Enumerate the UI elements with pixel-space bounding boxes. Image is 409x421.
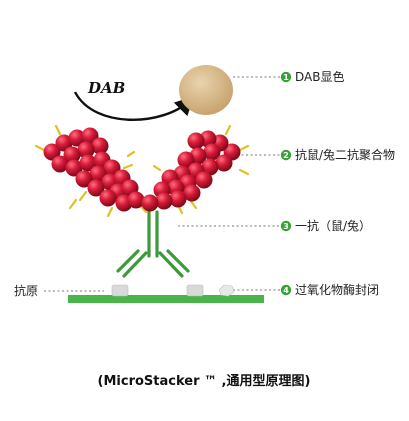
legend-text-2: 抗鼠/兔二抗聚合物: [295, 147, 395, 162]
primary-antibody: [116, 210, 190, 278]
polymer-bead: [91, 137, 109, 155]
polymer-bead: [99, 189, 117, 207]
legend-text-3: 一抗（鼠/兔）: [295, 218, 371, 233]
enzyme-stub: [238, 168, 250, 176]
peroxidase-block-shape: [218, 284, 235, 297]
polymer-bead: [68, 129, 86, 147]
dab-text: DAB: [87, 79, 125, 97]
polymer-bead: [155, 192, 173, 210]
legend-num-2: 2: [283, 151, 289, 160]
legend-item-4: 4 过氧化物酶封闭: [280, 282, 379, 297]
enzyme-stub: [126, 150, 136, 158]
polymer-bead: [177, 151, 195, 169]
polymer-bead: [87, 179, 105, 197]
dab-stain-blob: [179, 65, 233, 115]
legend-badge-1: [280, 71, 292, 83]
enzyme-stub: [34, 144, 46, 152]
polymer-bead: [77, 141, 95, 159]
polymer-bead: [43, 143, 61, 161]
legend-item-3: 3 一抗（鼠/兔）: [280, 218, 371, 233]
antigen-label: 抗原: [14, 283, 38, 298]
enzyme-stub: [152, 164, 162, 172]
legend-num-1: 1: [283, 73, 289, 82]
substrate-bar: [68, 295, 264, 303]
enzyme-stub: [122, 163, 134, 170]
polymer-bead: [183, 184, 201, 202]
polymer-bead: [75, 170, 93, 188]
polymer-bead: [169, 190, 187, 208]
legend-num-3: 3: [283, 222, 289, 231]
polymer-bead: [141, 194, 159, 212]
enzyme-stub: [54, 124, 62, 136]
polymer-bead: [79, 154, 97, 172]
polymer-bead: [51, 155, 69, 173]
enzyme-stub: [78, 190, 88, 202]
polymer-bead: [127, 191, 145, 209]
polymer-bead: [215, 154, 233, 172]
polymer-bead: [195, 171, 213, 189]
enzyme-stub: [68, 198, 78, 210]
reaction-arrow: [73, 91, 195, 121]
legend-badge-3: [280, 220, 292, 232]
secondary-polymer-cluster: [43, 127, 241, 212]
enzyme-stub: [224, 124, 232, 136]
legend-badge-2: [280, 149, 292, 161]
antigen-block: [111, 284, 129, 297]
polymer-bead: [201, 158, 219, 176]
enzyme-stub: [238, 144, 250, 152]
legend-text-4: 过氧化物酶封闭: [295, 282, 379, 297]
enzyme-stub: [106, 206, 114, 218]
legend-item-1: 1 DAB显色: [280, 70, 344, 84]
polymer-bead: [187, 132, 205, 150]
legend-num-4: 4: [283, 286, 289, 295]
legend-item-2: 2 抗鼠/兔二抗聚合物: [280, 147, 395, 162]
legend-badge-4: [280, 284, 292, 296]
legend-text-1: DAB显色: [295, 70, 344, 84]
caption: (MicroStacker ™ ,通用型原理图): [98, 373, 311, 389]
polymer-bead: [55, 134, 73, 152]
polymer-bead: [65, 159, 83, 177]
polymer-bead: [89, 165, 107, 183]
antigen-block: [186, 284, 204, 297]
polymer-bead: [63, 146, 81, 164]
polymer-bead: [203, 143, 221, 161]
